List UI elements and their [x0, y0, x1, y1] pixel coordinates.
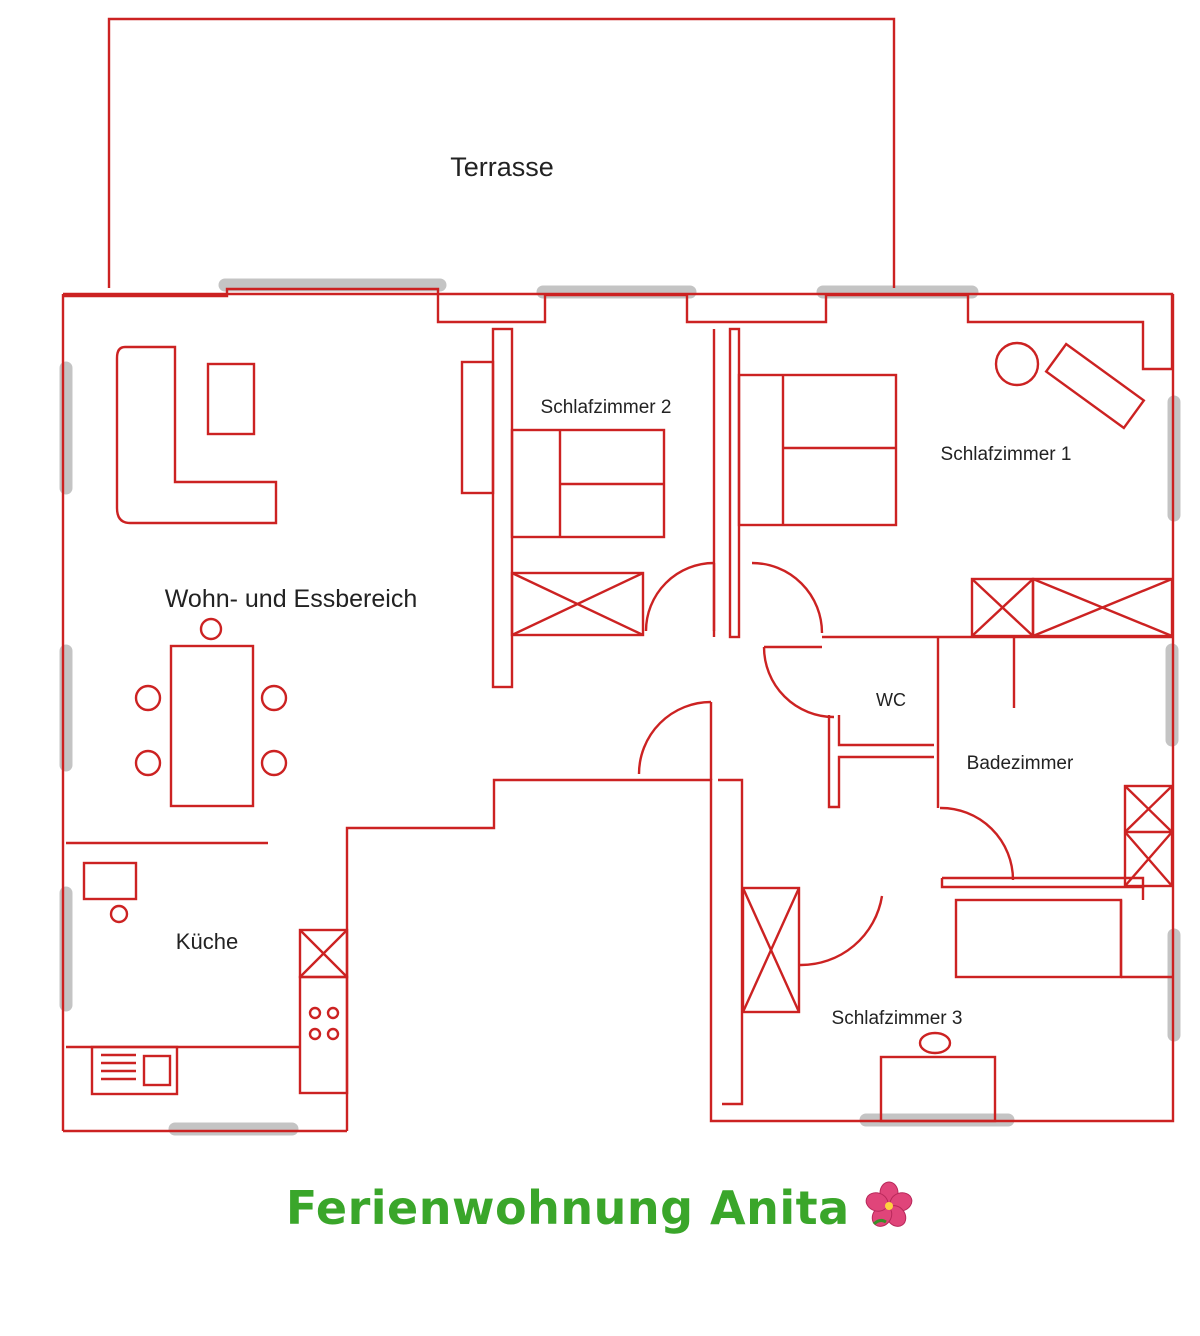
- coffee-table-icon: [206, 362, 256, 436]
- stove-icon: [298, 975, 349, 1095]
- dresser-icon: [460, 360, 495, 495]
- wardrobe-icon: [510, 571, 645, 637]
- dining-table-icon: [169, 644, 255, 808]
- terrace-outline: [107, 17, 896, 288]
- wardrobe-icon: [741, 886, 801, 1014]
- title-bar: Ferienwohnung Anita: [0, 1180, 1200, 1235]
- label-bedroom3: Schlafzimmer 3: [832, 1008, 963, 1029]
- chair-icon: [134, 749, 162, 777]
- page-title: Ferienwohnung Anita: [285, 1181, 850, 1235]
- wardrobe-icon: [1031, 577, 1174, 638]
- chair-icon: [918, 1031, 952, 1055]
- stool-icon: [109, 904, 129, 924]
- outer-walls: [61, 287, 1175, 1133]
- label-kitchen: Küche: [176, 929, 238, 954]
- door-bedroom1: [751, 561, 824, 634]
- armchair-icon: [994, 341, 1040, 387]
- door-entrance: [637, 700, 712, 775]
- kitchen-table-icon: [82, 861, 138, 901]
- bathroom-cabinet-icon: [1123, 784, 1174, 888]
- desk-icon: [879, 1055, 997, 1123]
- label-bedroom1: Schlafzimmer 1: [941, 444, 1072, 465]
- sofa-icon: [115, 345, 278, 525]
- doors: [637, 561, 1015, 967]
- chair-icon: [260, 684, 288, 712]
- door-wc: [762, 646, 835, 719]
- label-wc: WC: [876, 690, 906, 710]
- label-terrace: Terrasse: [450, 152, 554, 182]
- bed-icon: [954, 898, 1123, 979]
- chair-icon: [134, 684, 162, 712]
- lounger-icon: [1044, 342, 1146, 430]
- chair-icon: [260, 749, 288, 777]
- door-bedroom2: [644, 561, 715, 632]
- chair-icon: [199, 617, 223, 641]
- door-bedroom3: [799, 895, 884, 967]
- door-bathroom: [939, 806, 1015, 881]
- bed-icon: [737, 373, 898, 527]
- furniture: [82, 341, 1174, 1123]
- label-bathroom: Badezimmer: [967, 753, 1074, 774]
- label-living: Wohn- und Essbereich: [165, 585, 417, 613]
- label-bedroom2: Schlafzimmer 2: [541, 397, 672, 418]
- hibiscus-icon: [864, 1180, 914, 1235]
- sink-icon: [90, 1045, 179, 1096]
